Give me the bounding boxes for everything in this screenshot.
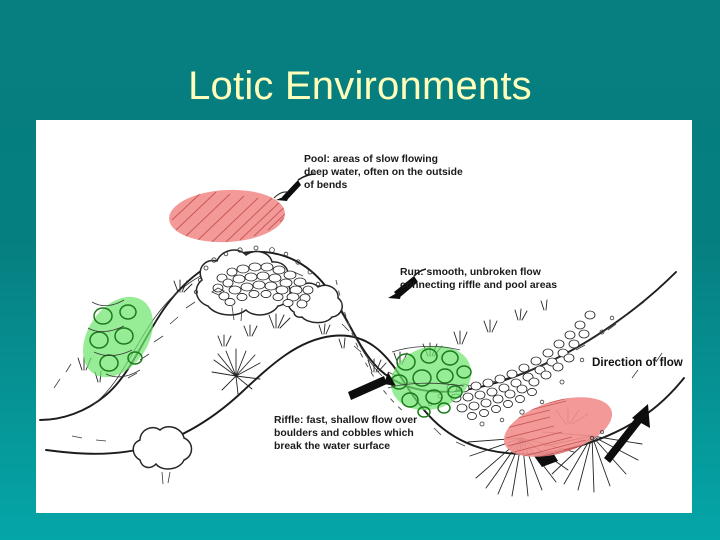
run-dashed-line	[335, 279, 405, 413]
riffle-callout-arrow	[348, 372, 396, 400]
flow-direction-label: Direction of flow	[592, 356, 684, 369]
riffle-mid-ripples	[387, 345, 465, 389]
pool-annotation-line3: of bends	[304, 180, 348, 191]
run-annotation-line2: connecting riffle and pool areas	[400, 280, 557, 291]
misc-pebble-ticks	[53, 352, 663, 441]
stream-diagram: Pool: areas of slow flowing deep water, …	[39, 154, 685, 497]
gravel-bar-left	[193, 245, 321, 309]
pool-annotation-line1: Pool: areas of slow flowing	[304, 154, 438, 165]
riffle-ellipse-middle	[387, 345, 472, 418]
pool-annotation: Pool: areas of slow flowing deep water, …	[304, 154, 463, 191]
page-title: Lotic Environments	[188, 63, 532, 108]
pool-annotation-line2: deep water, often on the outside	[304, 167, 463, 178]
pool-ellipse-lower-right	[503, 393, 613, 459]
riffle-annotation-line3: break the water surface	[274, 441, 390, 452]
gravel-bar-right	[427, 310, 615, 427]
pool-ellipse	[169, 189, 293, 243]
figure-panel: Pool: areas of slow flowing deep water, …	[36, 120, 692, 513]
run-annotation: Run: smooth, unbroken flow connecting ri…	[400, 267, 557, 291]
tree-canopy-lower-left	[132, 426, 193, 485]
riffle-ellipse-left	[83, 296, 153, 378]
riffle-annotation: Riffle: fast, shallow flow over boulders…	[274, 415, 417, 452]
bank-echo-right	[491, 313, 629, 383]
riffle-annotation-line1: Riffle: fast, shallow flow over	[274, 415, 417, 426]
gravel-bar-left-scatter	[193, 245, 321, 294]
plant-starburst-left	[211, 348, 261, 395]
run-callout-arrow	[388, 268, 427, 299]
pool-callout-arrow	[276, 173, 317, 201]
flow-direction-arrow	[604, 404, 650, 463]
riffle-left-ripples	[87, 299, 141, 378]
riffle-annotation-line2: boulders and cobbles which	[274, 428, 414, 439]
run-annotation-line1: Run: smooth, unbroken flow	[400, 267, 542, 278]
